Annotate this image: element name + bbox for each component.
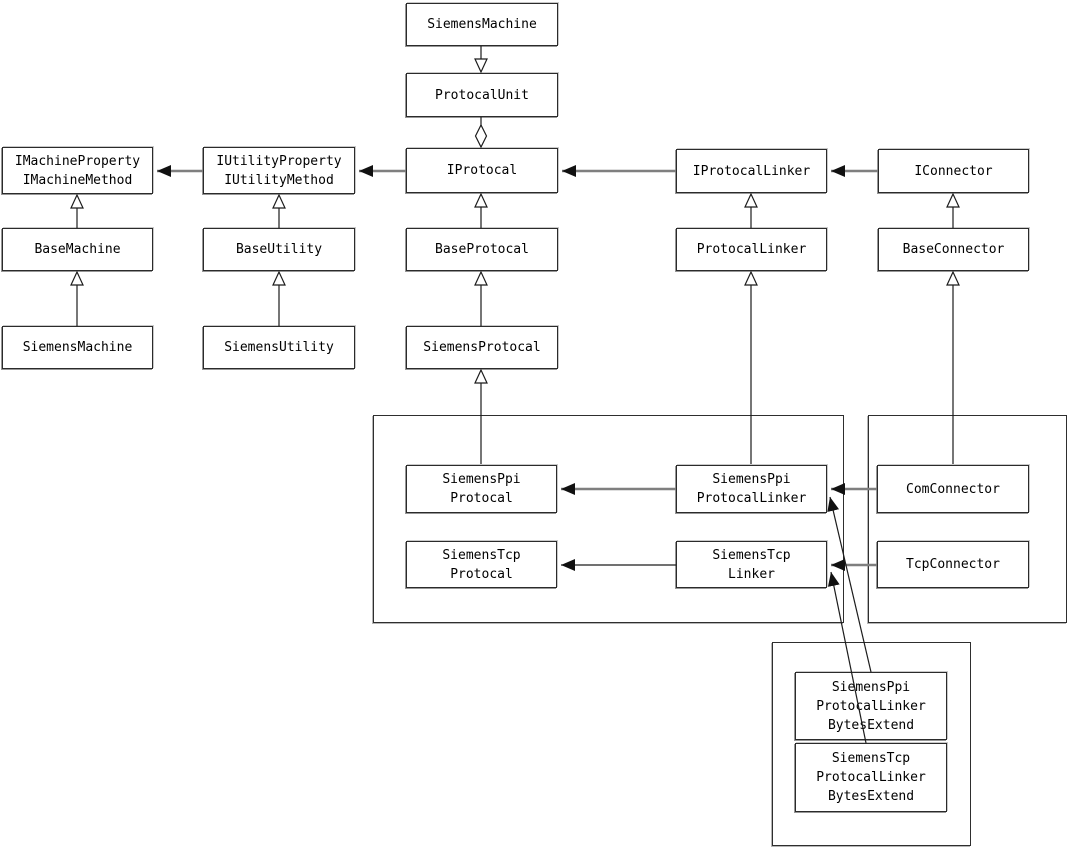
class-siemens-machine: SiemensMachine bbox=[2, 326, 153, 369]
class-label: IMachineMethod bbox=[22, 172, 133, 188]
class-siemens-utility: SiemensUtility bbox=[203, 326, 355, 369]
generalization-arrowhead-icon bbox=[946, 270, 960, 286]
generalization-arrowhead-icon bbox=[744, 192, 758, 208]
class-label: IUtilityProperty bbox=[216, 153, 342, 169]
generalization-arrowhead-icon bbox=[744, 270, 758, 286]
generalization-arrowhead-icon bbox=[474, 368, 488, 384]
class-label: SiemensTcp bbox=[831, 751, 911, 766]
group-connectors bbox=[868, 415, 1067, 623]
class-label: IMachineProperty bbox=[14, 153, 141, 169]
class-label: BaseUtility bbox=[235, 242, 323, 257]
class-label: TcpConnector bbox=[906, 557, 1000, 572]
class-label: SiemensPpi bbox=[712, 472, 791, 487]
class-label: SiemensMachine bbox=[427, 17, 537, 32]
class-label: IProtocal bbox=[446, 163, 518, 178]
class-label: SiemensTcp bbox=[712, 547, 791, 563]
class-base-connector: BaseConnector bbox=[878, 228, 1029, 271]
class-label: BytesExtend bbox=[827, 789, 915, 804]
class-iconnector: IConnector bbox=[878, 149, 1029, 193]
class-label: BaseProtocal bbox=[435, 242, 529, 257]
generalization-arrowhead-icon bbox=[70, 270, 84, 286]
class-label: ProtocalUnit bbox=[435, 87, 529, 103]
class-label: IConnector bbox=[914, 163, 993, 179]
generalization-arrowhead-icon bbox=[272, 270, 286, 286]
class-label: SiemensPpi bbox=[831, 679, 911, 695]
generalization-arrowhead-icon bbox=[946, 192, 960, 208]
class-label: SiemensUtility bbox=[224, 340, 334, 355]
class-label: SiemensProtocal bbox=[423, 340, 541, 355]
class-base-utility: BaseUtility bbox=[203, 228, 355, 271]
class-label: SiemensTcp bbox=[442, 547, 521, 563]
aggregation-diamond-icon bbox=[474, 123, 488, 149]
class-tcp-connector: TcpConnector bbox=[877, 541, 1029, 588]
class-protocal-linker: ProtocalLinker bbox=[676, 228, 827, 271]
class-label: ProtocalLinker bbox=[696, 242, 807, 257]
class-label: IUtilityMethod bbox=[224, 172, 334, 188]
class-base-protocal: BaseProtocal bbox=[406, 228, 558, 271]
class-siemens-machine-top: SiemensMachine bbox=[406, 3, 558, 46]
class-label: ProtocalLinker bbox=[816, 770, 926, 785]
class-protocal-unit: ProtocalUnit bbox=[406, 73, 558, 117]
class-label: BaseMachine bbox=[34, 242, 121, 257]
class-label: SiemensMachine bbox=[22, 340, 133, 355]
class-label: Protocal bbox=[450, 566, 513, 582]
class-label: ProtocalLinker bbox=[696, 491, 807, 506]
generalization-arrowhead-icon bbox=[474, 192, 488, 208]
class-label: ComConnector bbox=[906, 481, 1000, 497]
class-iprotocal-linker: IProtocalLinker bbox=[676, 149, 827, 193]
group-protocal-and-linker bbox=[373, 415, 844, 623]
class-base-machine: BaseMachine bbox=[2, 228, 153, 271]
generalization-arrowhead-icon bbox=[70, 193, 84, 209]
class-label: SiemensPpi bbox=[442, 472, 521, 487]
generalization-arrowhead-icon bbox=[474, 58, 488, 74]
class-label: Linker bbox=[728, 566, 775, 582]
class-label: BaseConnector bbox=[902, 242, 1005, 257]
class-com-connector: ComConnector bbox=[877, 465, 1029, 513]
class-siemens-protocal: SiemensProtocal bbox=[406, 326, 558, 369]
generalization-arrowhead-icon bbox=[474, 270, 488, 286]
class-label: BytesExtend bbox=[827, 717, 915, 733]
class-iprotocal: IProtocal bbox=[406, 148, 558, 193]
class-label: IProtocalLinker bbox=[692, 163, 811, 179]
class-label: ProtocalLinker bbox=[816, 698, 926, 714]
class-label: Protocal bbox=[450, 491, 513, 506]
generalization-arrowhead-icon bbox=[272, 193, 286, 209]
